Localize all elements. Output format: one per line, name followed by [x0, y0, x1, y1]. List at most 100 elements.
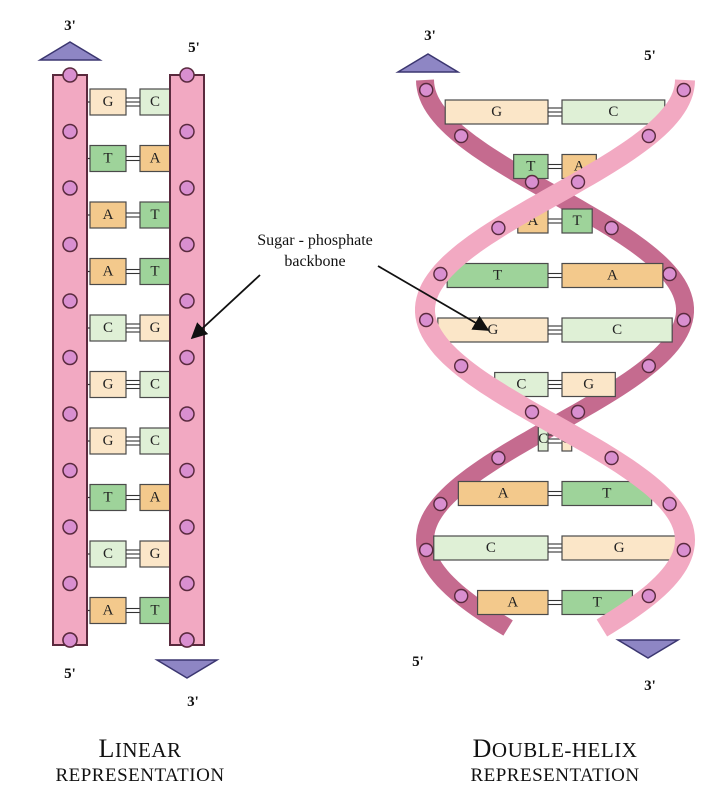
- linear-top-right-end-label: 5': [188, 40, 200, 56]
- helix-bottom-right-end-label: 3': [644, 678, 656, 694]
- phosphate-icon: [605, 222, 618, 235]
- phosphate-icon: [420, 544, 433, 557]
- linear-bottom-arrowhead: [157, 660, 217, 678]
- phosphate-icon: [605, 452, 618, 465]
- linear-pair-2-right-base-label: A: [150, 151, 161, 167]
- linear-pair-8-left-base-label: T: [103, 490, 112, 506]
- phosphate-icon: [677, 544, 690, 557]
- linear-representation: GCTAATATCGGCGCTACGAT 3' 5' 5' 3': [40, 18, 217, 710]
- linear-pair-5-right-base-label: G: [150, 320, 161, 336]
- helix-pair-10-right-base-label: T: [593, 595, 602, 611]
- phosphate-icon: [572, 406, 585, 419]
- linear-pair-9-right-base-label: G: [150, 546, 161, 562]
- linear-pair-5: CG: [87, 315, 170, 341]
- callout-line-1: Sugar - phosphate: [257, 232, 373, 249]
- phosphate-icon: [63, 520, 77, 534]
- helix-pair-5-left-base-label: G: [487, 322, 498, 338]
- phosphate-icon: [455, 130, 468, 143]
- phosphate-icon: [180, 520, 194, 534]
- phosphate-icon: [677, 314, 690, 327]
- linear-caption-title: LINEAR: [20, 736, 260, 763]
- linear-top-left-end-label: 3': [64, 18, 76, 34]
- helix-top-right-end-label: 5': [644, 48, 656, 64]
- helix-pair-6-left-base-label: C: [516, 377, 526, 393]
- linear-pair-6-left-base-label: G: [103, 377, 114, 393]
- phosphate-icon: [180, 633, 194, 647]
- phosphate-icon: [434, 268, 447, 281]
- phosphate-icon: [420, 314, 433, 327]
- helix-bottom-arrowhead: [618, 640, 678, 658]
- phosphate-icon: [677, 84, 690, 97]
- phosphate-icon: [63, 633, 77, 647]
- phosphate-icon: [642, 130, 655, 143]
- linear-top-arrowhead: [40, 42, 100, 60]
- phosphate-icon: [63, 68, 77, 82]
- linear-pair-9: CG: [87, 541, 170, 567]
- phosphate-icon: [180, 181, 194, 195]
- helix-pair-1-right-base-label: C: [608, 104, 618, 120]
- helix-pair-3-right-base-label: T: [573, 213, 582, 229]
- phosphate-icon: [180, 68, 194, 82]
- phosphate-icon: [526, 176, 539, 189]
- linear-pair-3-left-base-label: A: [103, 207, 114, 223]
- phosphate-icon: [180, 407, 194, 421]
- phosphate-icon: [492, 452, 505, 465]
- linear-pair-1-right-base-label: C: [150, 94, 160, 110]
- helix-caption: DOUBLE-HELIX REPRESENTATION: [420, 736, 690, 789]
- helix-top-left-end-label: 3': [424, 28, 436, 44]
- phosphate-icon: [572, 176, 585, 189]
- phosphate-icon: [663, 498, 676, 511]
- helix-pair-10-left-base-label: A: [507, 595, 518, 611]
- phosphate-icon: [180, 577, 194, 591]
- helix-pair-6-right-base-label: G: [583, 377, 594, 393]
- phosphate-icon: [180, 238, 194, 252]
- phosphate-icon: [420, 84, 433, 97]
- helix-pair-7-left-base-label: C: [538, 431, 548, 447]
- phosphate-icon: [455, 360, 468, 373]
- phosphate-icon: [180, 464, 194, 478]
- linear-pair-8-right-base-label: A: [150, 490, 161, 506]
- linear-caption: LINEAR REPRESENTATION: [20, 736, 260, 789]
- linear-pair-3-right-base-label: T: [150, 207, 159, 223]
- linear-pair-4-right-base-label: T: [150, 264, 159, 280]
- helix-caption-subtitle: REPRESENTATION: [420, 763, 690, 789]
- linear-pair-1-left-base-label: G: [103, 94, 114, 110]
- helix-pair-4-right-base-label: A: [607, 268, 618, 284]
- linear-bottom-left-end-label: 5': [64, 666, 76, 682]
- linear-pair-6: GC: [87, 372, 170, 398]
- phosphate-icon: [526, 406, 539, 419]
- linear-pair-7-left-base-label: G: [103, 433, 114, 449]
- linear-caption-subtitle: REPRESENTATION: [20, 763, 260, 789]
- linear-pair-4: AT: [87, 259, 170, 285]
- linear-pair-7-right-base-label: C: [150, 433, 160, 449]
- linear-base-pairs: GCTAATATCGGCGCTACGAT: [87, 89, 170, 624]
- phosphate-icon: [180, 125, 194, 139]
- helix-pair-4-left-base-label: T: [493, 268, 502, 284]
- linear-pair-9-left-base-label: C: [103, 546, 113, 562]
- helix-bottom-left-end-label: 5': [412, 654, 424, 670]
- helix-pair-9: CG: [434, 536, 676, 560]
- linear-pair-10-left-base-label: A: [103, 603, 114, 619]
- phosphate-icon: [663, 268, 676, 281]
- helix-pair-5-right-base-label: C: [612, 322, 622, 338]
- phosphate-icon: [455, 590, 468, 603]
- phosphate-icon: [63, 125, 77, 139]
- phosphate-icon: [63, 294, 77, 308]
- phosphate-icon: [63, 181, 77, 195]
- linear-pair-5-left-base-label: C: [103, 320, 113, 336]
- helix-pair-8-left-base-label: A: [498, 486, 509, 502]
- phosphate-icon: [180, 351, 194, 365]
- phosphate-icon: [180, 294, 194, 308]
- phosphate-icon: [63, 238, 77, 252]
- linear-bottom-right-end-label: 3': [187, 694, 199, 710]
